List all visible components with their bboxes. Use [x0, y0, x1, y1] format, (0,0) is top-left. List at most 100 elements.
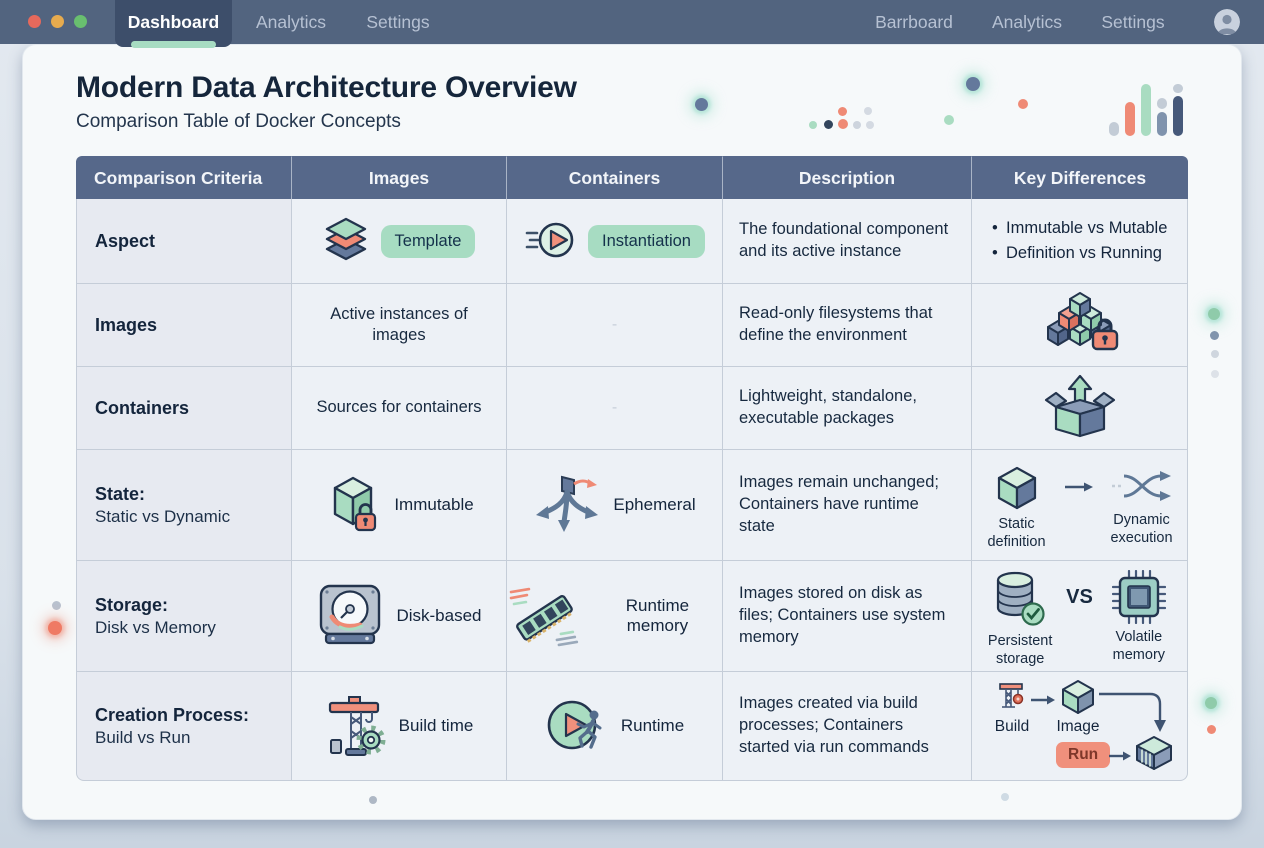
- window-controls: [28, 15, 87, 28]
- row-criteria-label: Storage:: [95, 594, 169, 615]
- decor-dot: [864, 107, 872, 115]
- decor-dot: [48, 621, 62, 635]
- page-title: Modern Data Architecture Overview: [76, 71, 577, 104]
- decor-dot: [838, 107, 847, 116]
- close-window-button[interactable]: [28, 15, 41, 28]
- decor-dot: [853, 121, 861, 129]
- description-text: Lightweight, standalone, executable pack…: [739, 387, 917, 427]
- chip-icon: [1111, 570, 1166, 625]
- icon-label: Ephemeral: [613, 495, 696, 514]
- key-difference-item: Definition vs Running: [992, 241, 1187, 266]
- decor-dot: [809, 121, 817, 129]
- decor-dot: [966, 77, 980, 91]
- table-row: Aspect Template: [76, 199, 1188, 284]
- decor-dot: [369, 796, 377, 804]
- table-cell: Static definition: [972, 450, 1188, 561]
- table-cell: Sources for containers: [292, 367, 507, 450]
- table-cell: Build time: [292, 672, 507, 781]
- tab-settings-left[interactable]: Settings: [366, 12, 430, 32]
- template-badge: Template: [380, 224, 476, 258]
- crane-icon: [328, 696, 386, 756]
- table-cell: Images remain unchanged; Containers have…: [723, 450, 972, 561]
- unboxing-icon: [1044, 374, 1115, 437]
- table-cell: -: [507, 367, 723, 450]
- table-cell: Images stored on disk as files; Containe…: [723, 561, 972, 672]
- decor-dot: [1001, 793, 1009, 801]
- cell-text: Sources for containers: [316, 398, 482, 417]
- table-cell: State: Static vs Dynamic: [76, 450, 292, 561]
- active-tab-indicator: [131, 41, 216, 48]
- key-diff-caption: Volatile memory: [1112, 629, 1166, 663]
- table-cell: Storage: Disk vs Memory: [76, 561, 292, 672]
- runner-play-icon: [547, 700, 602, 750]
- table-header-row: Comparison Criteria Images Containers De…: [76, 156, 1188, 199]
- container-box-icon: [1136, 736, 1172, 770]
- icon-label: Immutable: [394, 495, 474, 514]
- table-cell: [972, 284, 1188, 367]
- page-subtitle: Comparison Table of Docker Concepts: [76, 111, 401, 132]
- locked-cubes-icon: [1046, 291, 1118, 350]
- flow-step-label: Build: [994, 718, 1030, 735]
- table-cell: Immutable vs Mutable Definition vs Runni…: [972, 199, 1188, 284]
- mini-bar-chart-decoration: [1109, 84, 1201, 136]
- key-diff-caption: Static definition: [987, 516, 1046, 550]
- row-criteria-sublabel: Static vs Dynamic: [95, 507, 231, 527]
- empty-dash: -: [611, 316, 618, 333]
- decor-dot: [1208, 308, 1220, 320]
- cube-icon: [997, 467, 1036, 510]
- table-row: Creation Process: Build vs Run: [76, 672, 1188, 781]
- row-criteria-label: Containers: [95, 397, 190, 418]
- table-cell: Immutable: [292, 450, 507, 561]
- decor-dot: [52, 601, 61, 610]
- key-differences-list: Immutable vs Mutable Definition vs Runni…: [992, 216, 1187, 266]
- cell-text: Active instances of images: [330, 304, 468, 344]
- table-cell: Runtime memory: [507, 561, 723, 672]
- description-text: Images stored on disk as files; Containe…: [739, 584, 946, 646]
- table-cell: Runtime: [507, 672, 723, 781]
- icon-label: Build time: [398, 716, 474, 735]
- instantiation-badge: Instantiation: [588, 224, 705, 258]
- table-cell: Active instances of images: [292, 284, 507, 367]
- decor-dot: [1205, 697, 1217, 709]
- icon-label: Runtime: [620, 716, 685, 735]
- minimize-window-button[interactable]: [51, 15, 64, 28]
- decor-dot: [1207, 725, 1216, 734]
- icon-label: Disk-based: [396, 606, 482, 625]
- column-header-key-differences: Key Differences: [972, 156, 1188, 199]
- zoom-window-button[interactable]: [74, 15, 87, 28]
- arrow-right-icon: [1031, 695, 1055, 705]
- decor-dot: [838, 119, 848, 129]
- table-cell: Ephemeral: [507, 450, 723, 561]
- row-criteria-label: Creation Process:: [95, 704, 250, 725]
- arrow-right-icon: [1064, 482, 1093, 492]
- shuffle-icon: [1111, 471, 1171, 502]
- table-row: Containers Sources for containers - Ligh…: [76, 367, 1188, 450]
- comparison-table: Comparison Criteria Images Containers De…: [76, 156, 1188, 781]
- decor-dot: [1211, 350, 1219, 358]
- row-criteria-label: State:: [95, 483, 146, 504]
- description-text: Images created via build processes; Cont…: [739, 694, 929, 756]
- description-text: The foundational component and its activ…: [739, 220, 949, 260]
- empty-dash: -: [611, 399, 618, 416]
- tab-dashboard[interactable]: Dashboard: [127, 12, 220, 32]
- row-criteria-sublabel: Build vs Run: [95, 728, 191, 748]
- vs-label: VS: [1066, 586, 1093, 609]
- tab-settings-right[interactable]: Settings: [1101, 12, 1165, 32]
- titlebar: Dashboard Analytics Settings Barrboard A…: [0, 0, 1264, 48]
- table-cell: The foundational component and its activ…: [723, 199, 972, 284]
- flow-step-label: Image: [1056, 718, 1100, 735]
- decor-dot: [695, 98, 708, 111]
- table-row: Storage: Disk vs Memory: [76, 561, 1188, 672]
- column-header-description: Description: [723, 156, 972, 199]
- key-diff-caption: Persistent storage: [987, 633, 1053, 667]
- table-row: Images Active instances of images - Read…: [76, 284, 1188, 367]
- tab-analytics-left[interactable]: Analytics: [255, 12, 327, 32]
- table-cell: Images created via build processes; Cont…: [723, 672, 972, 781]
- layers-icon: [325, 217, 366, 261]
- tab-barrboard[interactable]: Barrboard: [875, 12, 953, 32]
- tab-analytics-right[interactable]: Analytics: [991, 12, 1063, 32]
- avatar[interactable]: [1214, 9, 1240, 35]
- table-cell: Template: [292, 199, 507, 284]
- cube-icon: [1062, 680, 1094, 714]
- run-badge: Run: [1056, 742, 1111, 768]
